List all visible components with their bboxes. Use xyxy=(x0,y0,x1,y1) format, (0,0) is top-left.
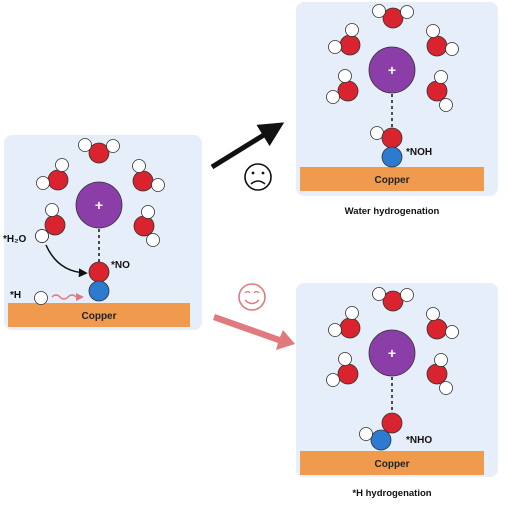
bottom-nho-label: *NHO xyxy=(406,435,432,446)
left-no-label: *NO xyxy=(111,260,130,271)
wavy-transfer-arrow xyxy=(51,294,77,300)
water-molecule xyxy=(426,353,453,395)
water-molecule xyxy=(326,352,359,387)
top-caption: Water hydrogenation xyxy=(345,206,440,217)
top-panel: Copper xyxy=(296,2,498,196)
left-h2o-label: *H₂O xyxy=(3,234,27,245)
left-h-label: *H xyxy=(10,290,21,301)
left-panel: Copper xyxy=(3,135,202,330)
top-water-molecules xyxy=(326,4,459,112)
left-copper-surface xyxy=(8,303,190,327)
water-molecule xyxy=(328,23,361,56)
left-no-adsorbate xyxy=(88,261,110,302)
water-molecule xyxy=(36,158,69,191)
happy-face-icon xyxy=(238,283,266,311)
bottom-water-molecules xyxy=(326,287,459,395)
left-panel-background xyxy=(4,135,202,330)
cation-symbol: + xyxy=(95,197,103,213)
pink-arrow-to-h-hydrogenation xyxy=(213,314,295,350)
water-molecule xyxy=(326,69,359,104)
left-h2o-hydrogen xyxy=(35,229,49,243)
cation-symbol: + xyxy=(388,345,396,361)
water-molecule xyxy=(132,159,165,192)
cation-symbol: + xyxy=(388,62,396,78)
top-copper-surface xyxy=(300,167,484,191)
top-panel-background xyxy=(296,2,498,196)
water-molecule xyxy=(426,307,459,340)
bottom-copper-label: Copper xyxy=(375,459,410,470)
water-molecule xyxy=(133,205,160,247)
water-molecule xyxy=(426,70,453,112)
top-noh-adsorbate xyxy=(370,126,403,168)
top-copper-label: Copper xyxy=(375,175,410,186)
top-noh-label: *NOH xyxy=(406,147,432,158)
water-molecule xyxy=(328,306,361,339)
water-molecule xyxy=(372,4,414,29)
sad-face-icon xyxy=(244,163,272,191)
curved-transfer-arrow xyxy=(45,244,88,278)
left-water-molecules xyxy=(35,138,165,247)
bottom-caption: *H hydrogenation xyxy=(352,488,431,499)
water-molecule xyxy=(78,138,120,164)
left-cation: + xyxy=(75,181,123,229)
top-cation: + xyxy=(368,46,416,94)
bottom-panel: Copper xyxy=(296,283,498,477)
wavy-arrow-head xyxy=(76,293,84,301)
bottom-cation: + xyxy=(368,329,416,377)
water-molecule xyxy=(426,24,459,57)
left-copper-label: Copper xyxy=(82,311,117,322)
bottom-nho-adsorbate xyxy=(359,412,403,451)
bottom-copper-surface xyxy=(300,451,484,475)
black-arrow-to-water-hydrogenation xyxy=(210,122,285,170)
left-surface-hydrogen xyxy=(34,291,48,305)
water-molecule xyxy=(372,287,414,312)
